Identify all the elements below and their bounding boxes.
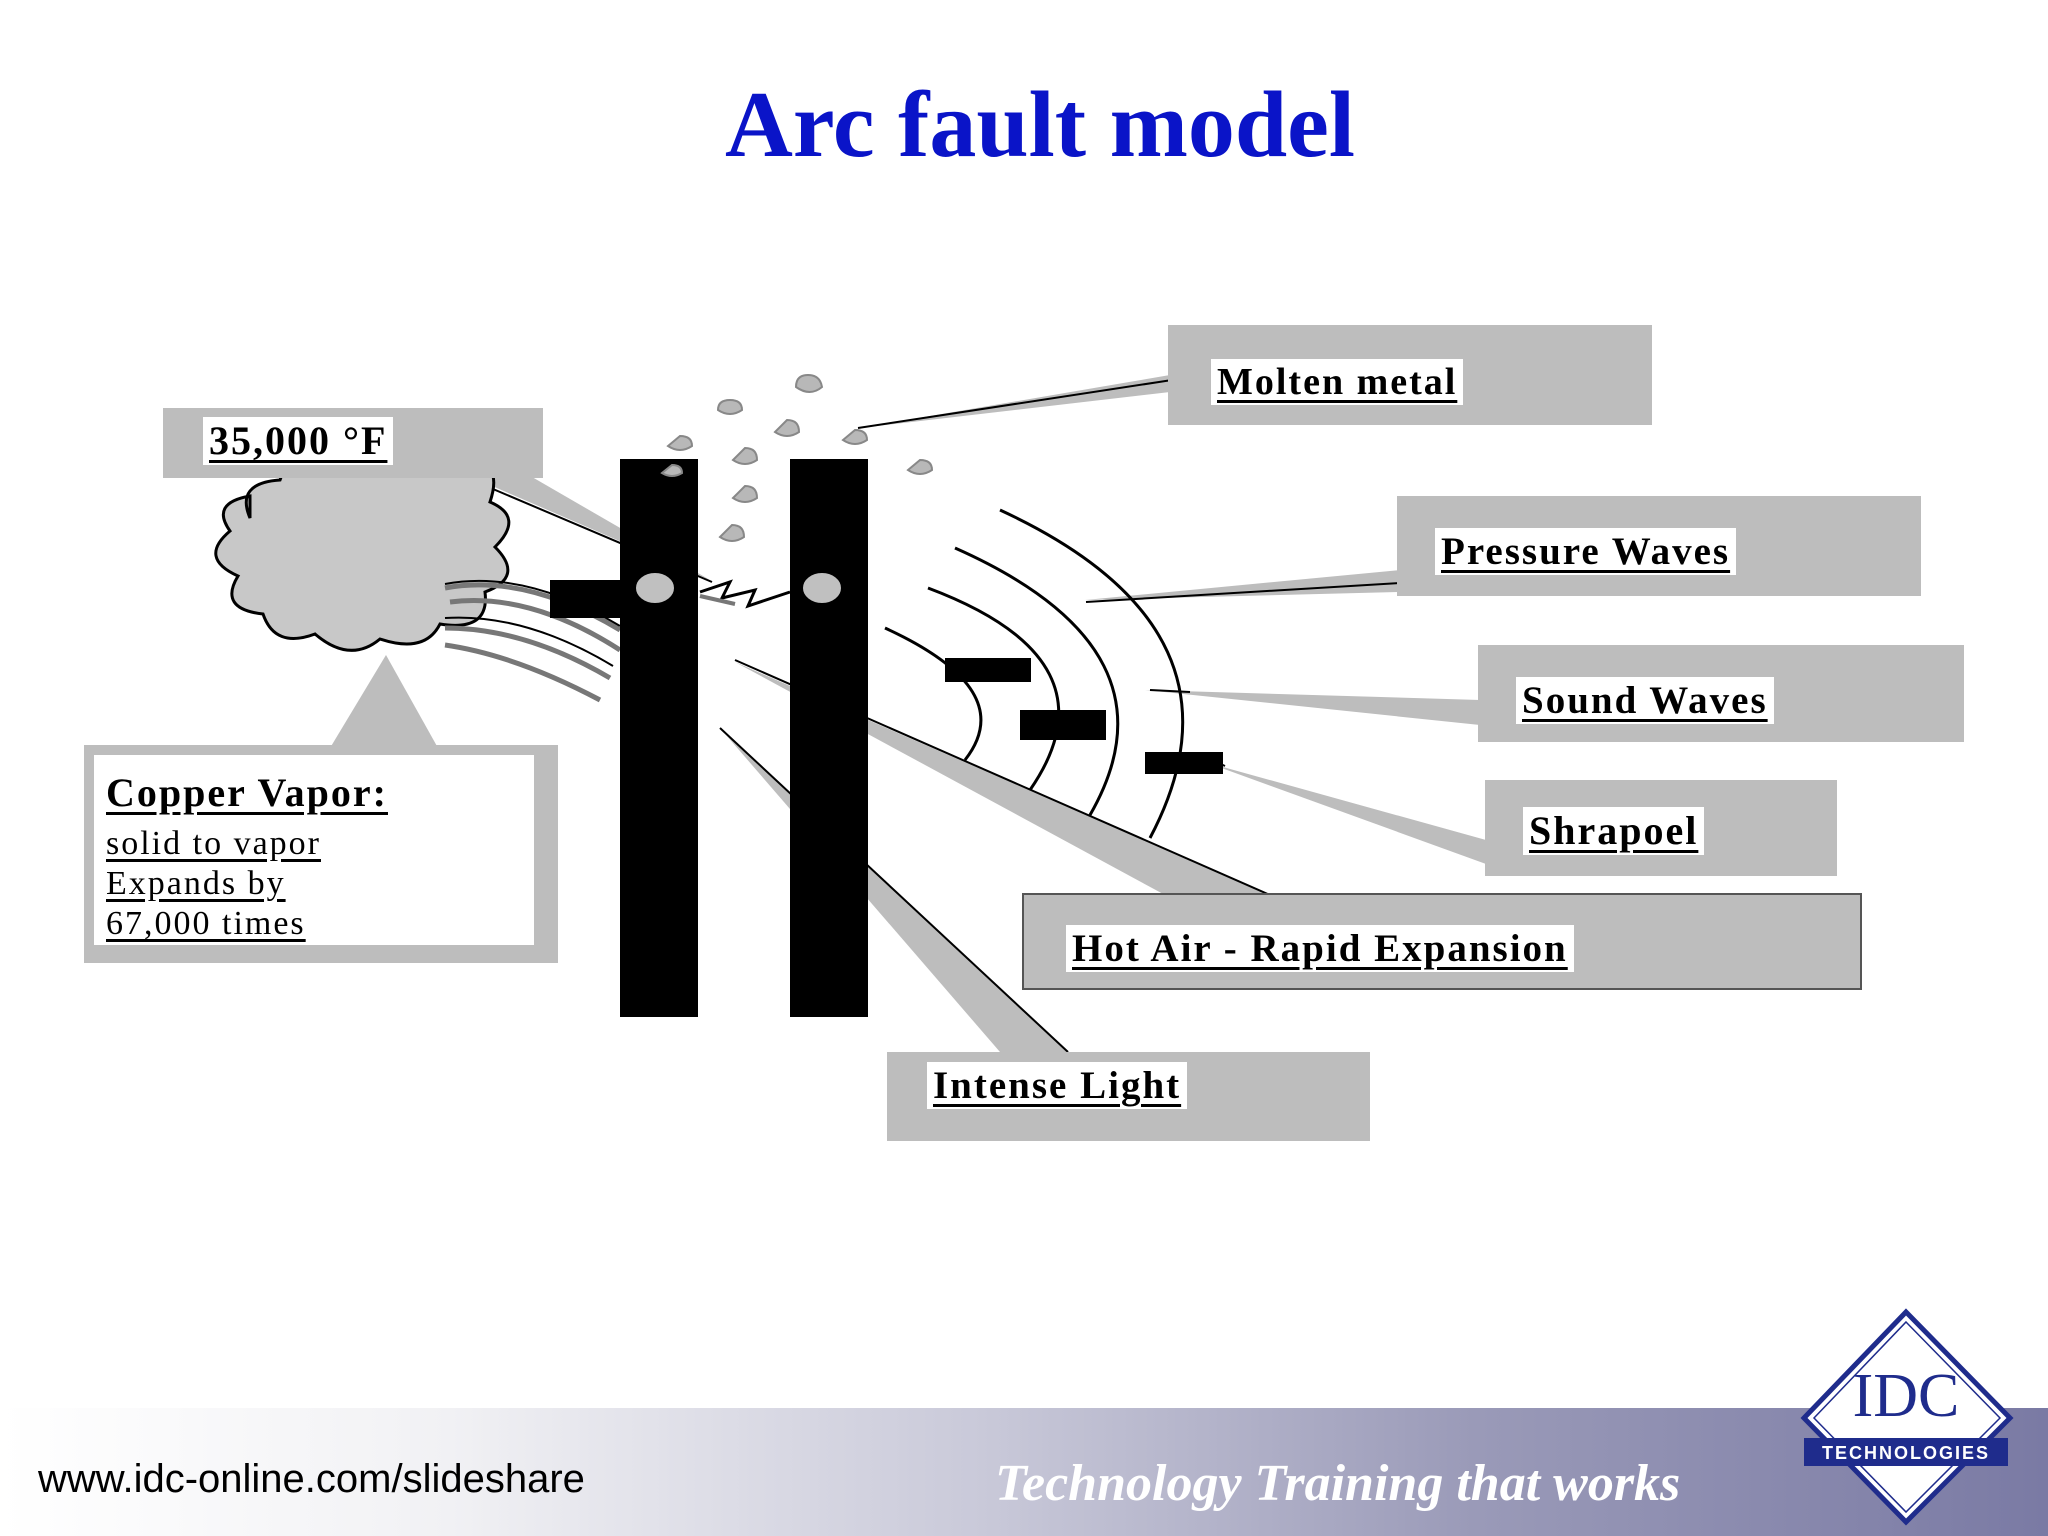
- idc-logo-name: IDC: [1853, 1362, 1960, 1430]
- pointer-sound-waves: [1145, 690, 1480, 725]
- label-intense-light: Intense Light: [887, 1052, 1370, 1141]
- vapor-cloud: [214, 441, 622, 703]
- label-sound-waves: Sound Waves: [1478, 645, 1964, 742]
- arc-sparks: [634, 571, 843, 609]
- label-copper-vapor-panel: Copper Vapor: solid to vapor Expands by …: [94, 755, 534, 945]
- pointer-pressure-waves: [1085, 570, 1400, 600]
- copper-vapor-line1: solid to vapor: [106, 825, 321, 862]
- shrapnel-fragments: [945, 658, 1223, 774]
- pressure-waves: [884, 508, 1185, 839]
- pointer-copper-vapor: [330, 655, 438, 748]
- slide-title: Arc fault model: [724, 73, 1356, 177]
- pointer-molten-metal: [860, 375, 1170, 428]
- idc-logo-subtitle: TECHNOLOGIES: [1822, 1443, 1990, 1463]
- footer-tagline: Technology Training that works: [995, 1455, 1681, 1512]
- label-molten-metal-text: Molten metal: [1211, 359, 1464, 405]
- copper-vapor-line2: Expands by: [106, 865, 286, 902]
- pointer-shrapnel: [1205, 762, 1486, 864]
- label-intense-light-text: Intense Light: [927, 1062, 1188, 1109]
- arc-fault-diagram: [214, 373, 1486, 1053]
- copper-vapor-heading: Copper Vapor:: [106, 770, 388, 815]
- footer-url[interactable]: www.idc-online.com/slideshare: [38, 1457, 585, 1501]
- electrode-left-stub: [550, 580, 622, 618]
- label-temperature: 35,000 °F: [163, 408, 543, 478]
- label-copper-vapor: Copper Vapor: solid to vapor Expands by …: [84, 745, 558, 963]
- label-temperature-text: 35,000 °F: [203, 417, 394, 465]
- electrode-right: [790, 459, 868, 1017]
- label-shrapnel-text: Shrapoel: [1523, 807, 1705, 855]
- footer-band: [0, 1408, 2048, 1536]
- copper-vapor-line3: 67,000 times: [106, 905, 306, 942]
- label-hot-air: Hot Air - Rapid Expansion: [1022, 893, 1862, 990]
- idc-logo: IDC TECHNOLOGIES: [1800, 1308, 2014, 1526]
- electrode-left: [620, 459, 698, 1017]
- label-sound-waves-text: Sound Waves: [1516, 677, 1774, 724]
- label-shrapnel: Shrapoel: [1485, 780, 1837, 876]
- label-pressure-waves-text: Pressure Waves: [1435, 528, 1737, 575]
- label-hot-air-text: Hot Air - Rapid Expansion: [1066, 925, 1574, 972]
- molten-metal-droplets: [660, 373, 934, 542]
- label-pressure-waves: Pressure Waves: [1397, 496, 1921, 596]
- label-molten-metal: Molten metal: [1168, 325, 1652, 425]
